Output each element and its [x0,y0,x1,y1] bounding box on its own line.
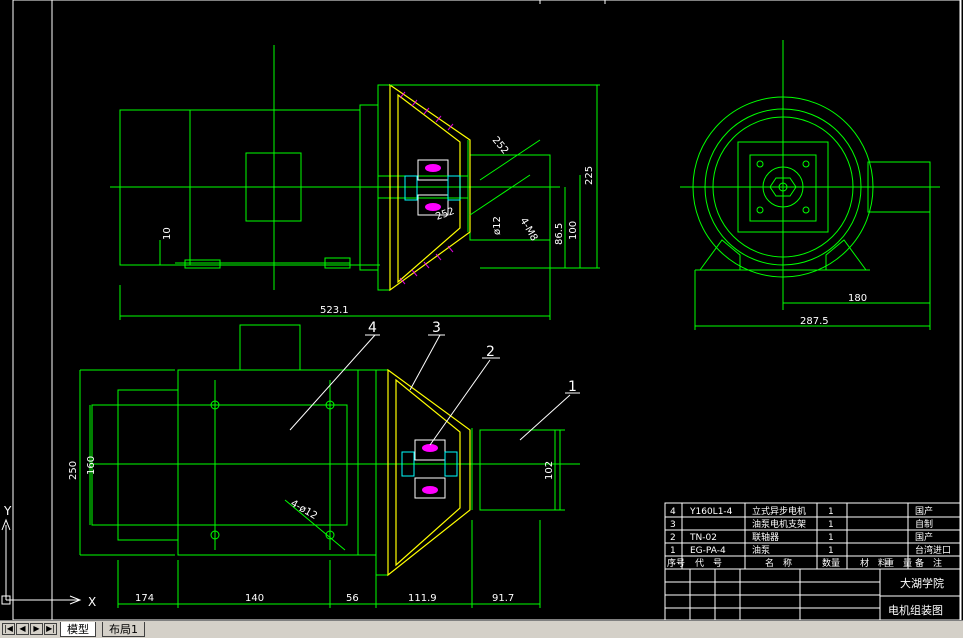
ucs-icon [1,518,82,605]
balloon-1: 1 [568,379,577,395]
svg-text:材 料: 材 料 [860,557,887,569]
dim-160: 160 [86,456,97,475]
balloon-4: 4 [368,320,377,336]
svg-text:联轴器: 联轴器 [752,531,779,543]
dim-4m8: 4-M8 [517,216,539,243]
svg-text:1: 1 [828,520,834,530]
svg-text:Y160L1-4: Y160L1-4 [689,507,733,517]
tab-model[interactable]: 模型 [60,622,96,637]
front-coupling [404,159,461,216]
ucs-labels: Y X [3,504,96,609]
svg-text:国产: 国产 [915,505,933,517]
dim-225: 225 [584,166,595,185]
svg-text:2: 2 [670,533,676,543]
svg-text:重 量: 重 量 [885,557,912,569]
svg-text:EG-PA-4: EG-PA-4 [690,546,726,556]
svg-text:台湾进口: 台湾进口 [915,544,951,556]
dim-523: 523.1 [320,305,349,316]
dim-10: 10 [162,227,173,240]
svg-text:TN-02: TN-02 [689,533,717,543]
svg-text:3: 3 [670,520,676,530]
balloon-3: 3 [432,320,441,336]
bom-table [664,502,961,620]
svg-text:备 注: 备 注 [915,557,942,569]
dim-174: 174 [135,593,154,604]
balloon-numbers: 4 3 2 1 [368,320,577,395]
title-block-text: 大湖学院 电机组装图 [888,576,944,617]
svg-text:数量: 数量 [822,557,840,569]
school-name: 大湖学院 [900,576,944,590]
tab-layout1[interactable]: 布局1 [102,622,145,637]
balloon-leaders [289,334,580,446]
svg-text:1: 1 [670,546,676,556]
svg-text:自制: 自制 [915,518,933,530]
tab-nav-prev-button[interactable]: ◀ [16,623,29,635]
plan-cone [387,368,471,577]
dim-287: 287.5 [800,316,829,327]
svg-text:代 号: 代 号 [695,558,722,569]
dim-phi12: ø12 [492,216,503,235]
svg-text:1: 1 [828,546,834,556]
dim-91: 91.7 [492,593,514,604]
dim-4phi12: 4-ø12 [289,498,319,522]
drawing-name: 电机组装图 [888,603,943,617]
front-cone [389,83,471,292]
ucs-y-label: Y [3,504,12,518]
svg-text:1: 1 [828,507,834,517]
dim-111: 111.9 [408,593,437,604]
dim-102: 102 [544,461,555,480]
svg-text:名 称: 名 称 [765,557,792,569]
svg-text:油泵: 油泵 [752,544,770,556]
plan-view [79,324,580,608]
plan-dimension-text: 250 160 102 4-ø12 174 140 56 111.9 91.7 [68,456,555,604]
front-dimensions [119,84,600,320]
ucs-x-label: X [88,595,96,609]
front-view [110,45,560,291]
dim-100: 100 [568,221,579,240]
svg-text:4: 4 [670,507,676,517]
dim-56: 56 [346,593,359,604]
tab-nav-first-button[interactable]: |◀ [2,623,15,635]
svg-text:油泵电机支架: 油泵电机支架 [752,518,806,530]
dim-140: 140 [245,593,264,604]
cad-model-space[interactable]: 10 523.1 225 100 86.5 ø12 4-M8 252 252 1… [0,0,963,620]
plan-coupling [401,439,458,499]
front-cone-hatch [399,91,454,285]
layout-tab-bar: |◀ ◀ ▶ ▶| 模型 布局1 [0,620,963,638]
dim-86: 86.5 [554,223,565,245]
tab-nav-next-button[interactable]: ▶ [30,623,43,635]
dim-180: 180 [848,293,867,304]
drawing-frame [12,0,962,620]
svg-text:1: 1 [828,533,834,543]
bom-text: 4 Y160L1-4 立式异步电机 1 国产 3 油泵电机支架 1 自制 2 T… [667,505,951,569]
dim-250: 250 [68,461,79,480]
svg-text:立式异步电机: 立式异步电机 [752,505,806,517]
side-view [680,40,940,330]
svg-text:国产: 国产 [915,531,933,543]
tab-nav-last-button[interactable]: ▶| [44,623,57,635]
dim-252a: 252 [490,135,511,157]
balloon-2: 2 [486,344,495,360]
svg-text:序号: 序号 [667,557,685,569]
side-dimension-text: 180 287.5 [800,293,867,327]
